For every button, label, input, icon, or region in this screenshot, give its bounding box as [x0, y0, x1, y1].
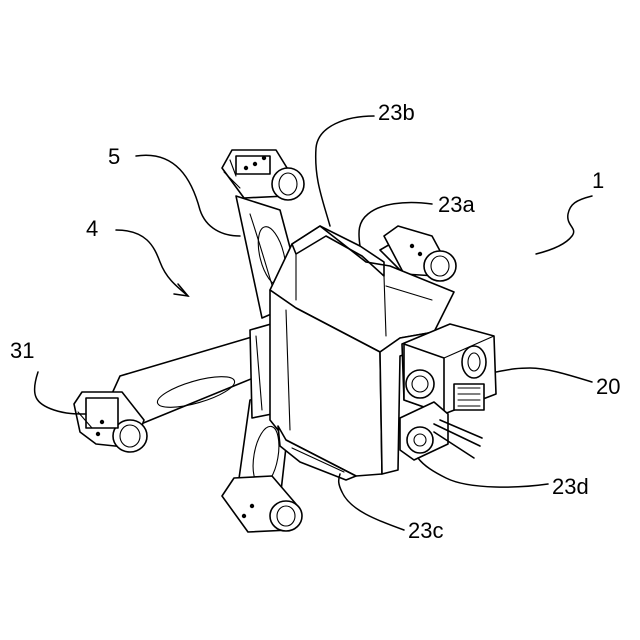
leader-1	[536, 196, 592, 254]
label-23d: 23d	[552, 474, 589, 499]
leader-20	[496, 368, 592, 382]
label-23a: 23a	[438, 192, 475, 217]
label-5: 5	[108, 144, 120, 169]
leader-23c	[339, 474, 404, 530]
bracket	[402, 324, 496, 414]
wheel-bottom	[222, 476, 302, 532]
label-23b: 23b	[378, 100, 415, 125]
label-31: 31	[10, 338, 34, 363]
leader-23d	[418, 458, 548, 487]
leader-23b	[316, 116, 374, 226]
leader-4	[116, 230, 188, 296]
label-20: 20	[596, 374, 620, 399]
label-1: 1	[592, 168, 604, 193]
label-23c: 23c	[408, 518, 443, 543]
wheel-top	[222, 150, 304, 200]
label-4: 4	[86, 216, 98, 241]
